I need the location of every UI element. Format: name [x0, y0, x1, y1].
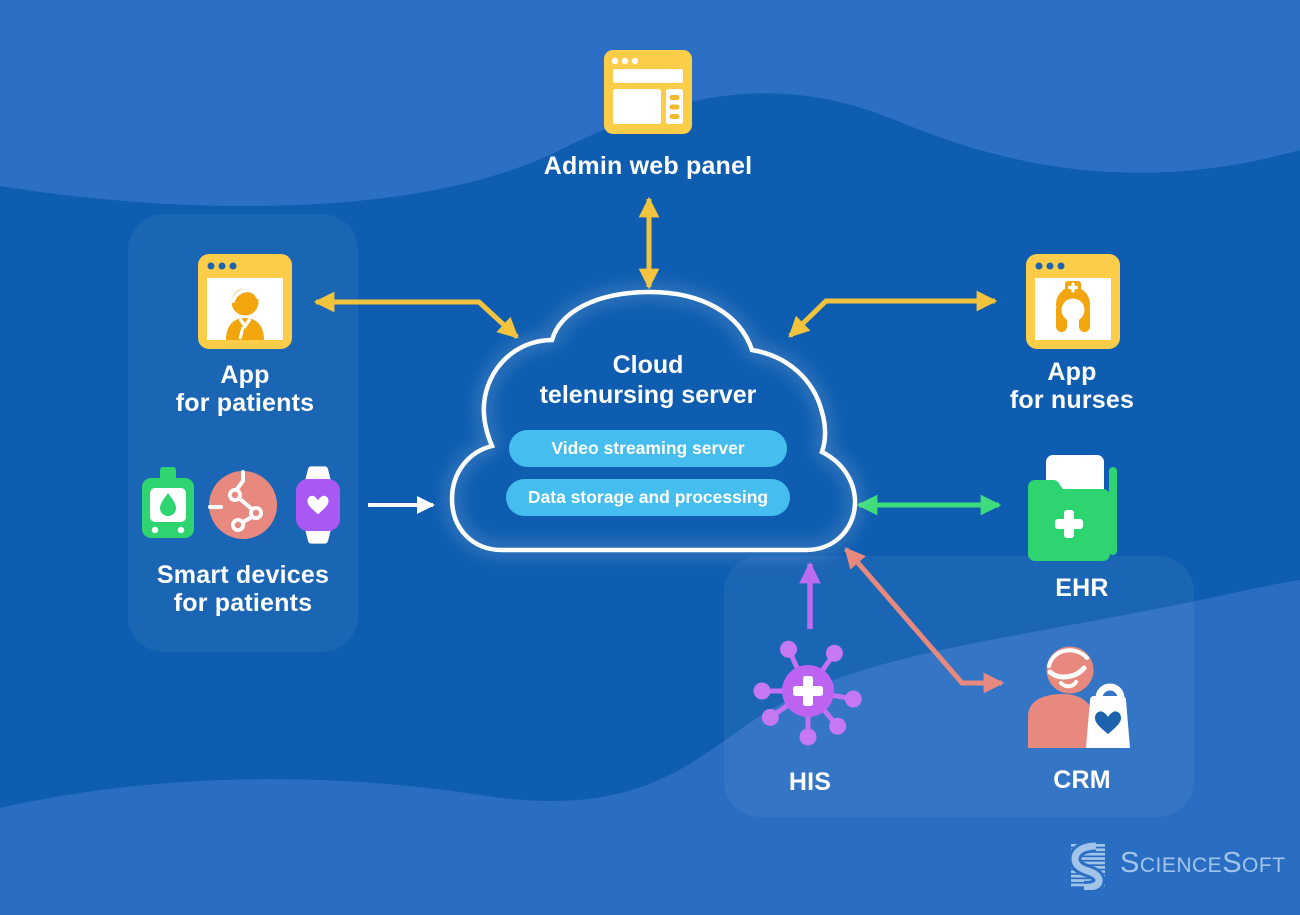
- heart-icon: [307, 495, 329, 515]
- medical-folder-icon: [1028, 455, 1117, 561]
- sensor-disc-icon: [208, 470, 277, 539]
- cloud-title-line2: telenursing server: [539, 381, 757, 409]
- cross-icon: [793, 676, 823, 706]
- ehr-label: EHR: [1055, 574, 1109, 602]
- cloud-outline: [449, 289, 858, 553]
- glucose-meter-icon: [142, 467, 194, 538]
- smartwatch-heart-icon: [296, 466, 340, 544]
- smart-devices-label: Smart devices for patients: [156, 561, 330, 617]
- sciencesoft-logo-text: ScienceSoft: [1120, 847, 1286, 879]
- sciencesoft-logo-mark: [1068, 841, 1106, 890]
- network-cross-icon: [753, 640, 862, 746]
- admin-web-panel-label: Admin web panel: [543, 152, 753, 180]
- app-for-nurses-label: App for nurses: [1009, 358, 1135, 414]
- browser-window-icon: [604, 50, 692, 134]
- heart-icon: [1095, 711, 1121, 735]
- drop-icon: [160, 493, 176, 516]
- nurse-avatar: [1056, 281, 1090, 332]
- video-streaming-server-pill: Video streaming server: [509, 430, 787, 467]
- app-for-patients-label: App for patients: [175, 361, 315, 417]
- sciencesoft-logo: ScienceSoft: [1066, 840, 1286, 891]
- browser-nurse-icon: [1026, 254, 1120, 349]
- left-group-panel: [128, 214, 358, 652]
- arrow-patients-cloud: [313, 291, 519, 339]
- arrow-cloud-crm: [844, 547, 1005, 694]
- data-storage-pill: Data storage and processing: [506, 479, 790, 516]
- cross-icon: [1055, 510, 1083, 538]
- cloud-title: Cloud telenursing server: [498, 350, 798, 410]
- cloud-title-line1: Cloud: [612, 351, 684, 379]
- crm-label: CRM: [1053, 766, 1111, 794]
- arrow-nurses-cloud: [788, 290, 998, 338]
- browser-patient-icon: [198, 254, 292, 349]
- customer-bag-icon: [1028, 646, 1130, 748]
- his-label: HIS: [788, 768, 832, 796]
